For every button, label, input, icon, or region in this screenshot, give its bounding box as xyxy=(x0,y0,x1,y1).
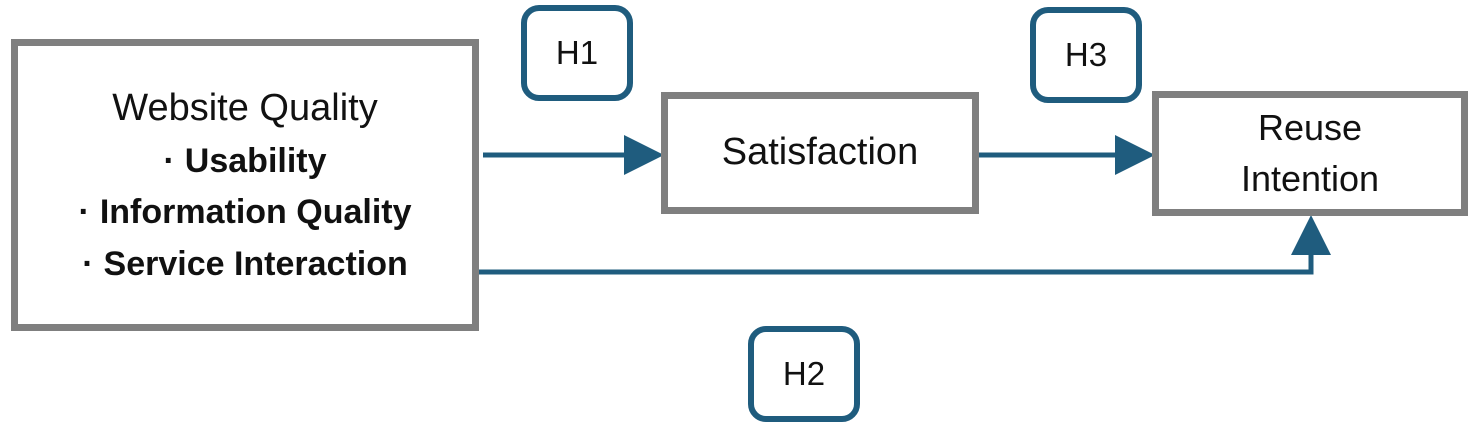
website-quality-title: Website Quality xyxy=(112,87,378,130)
reuse-intention-box: Reuse Intention xyxy=(1152,91,1468,216)
website-quality-box: Website Quality ·Usability ·Information … xyxy=(11,39,479,331)
bullet-service-interaction: ·Service Interaction xyxy=(82,239,408,291)
arrow-website-to-reuse xyxy=(479,215,1331,275)
bullet-dot: · xyxy=(78,193,90,232)
bullet-dot: · xyxy=(82,245,94,284)
bullet-information-quality: ·Information Quality xyxy=(78,187,411,239)
hypothesis-h3-badge: H3 xyxy=(1030,7,1142,103)
reuse-intention-label-line1: Reuse xyxy=(1257,107,1363,149)
service-interaction-label: Service Interaction xyxy=(103,245,408,284)
information-quality-label: Information Quality xyxy=(99,193,412,232)
satisfaction-label: Satisfaction xyxy=(721,131,919,174)
satisfaction-box: Satisfaction xyxy=(661,92,979,214)
reuse-intention-label-line2: Intention xyxy=(1240,157,1380,199)
hypothesis-h2-badge: H2 xyxy=(748,326,860,422)
hypothesis-h1-badge: H1 xyxy=(521,5,633,101)
usability-label: Usability xyxy=(184,141,327,180)
bullet-usability: ·Usability xyxy=(163,136,326,188)
bullet-dot: · xyxy=(163,141,175,180)
